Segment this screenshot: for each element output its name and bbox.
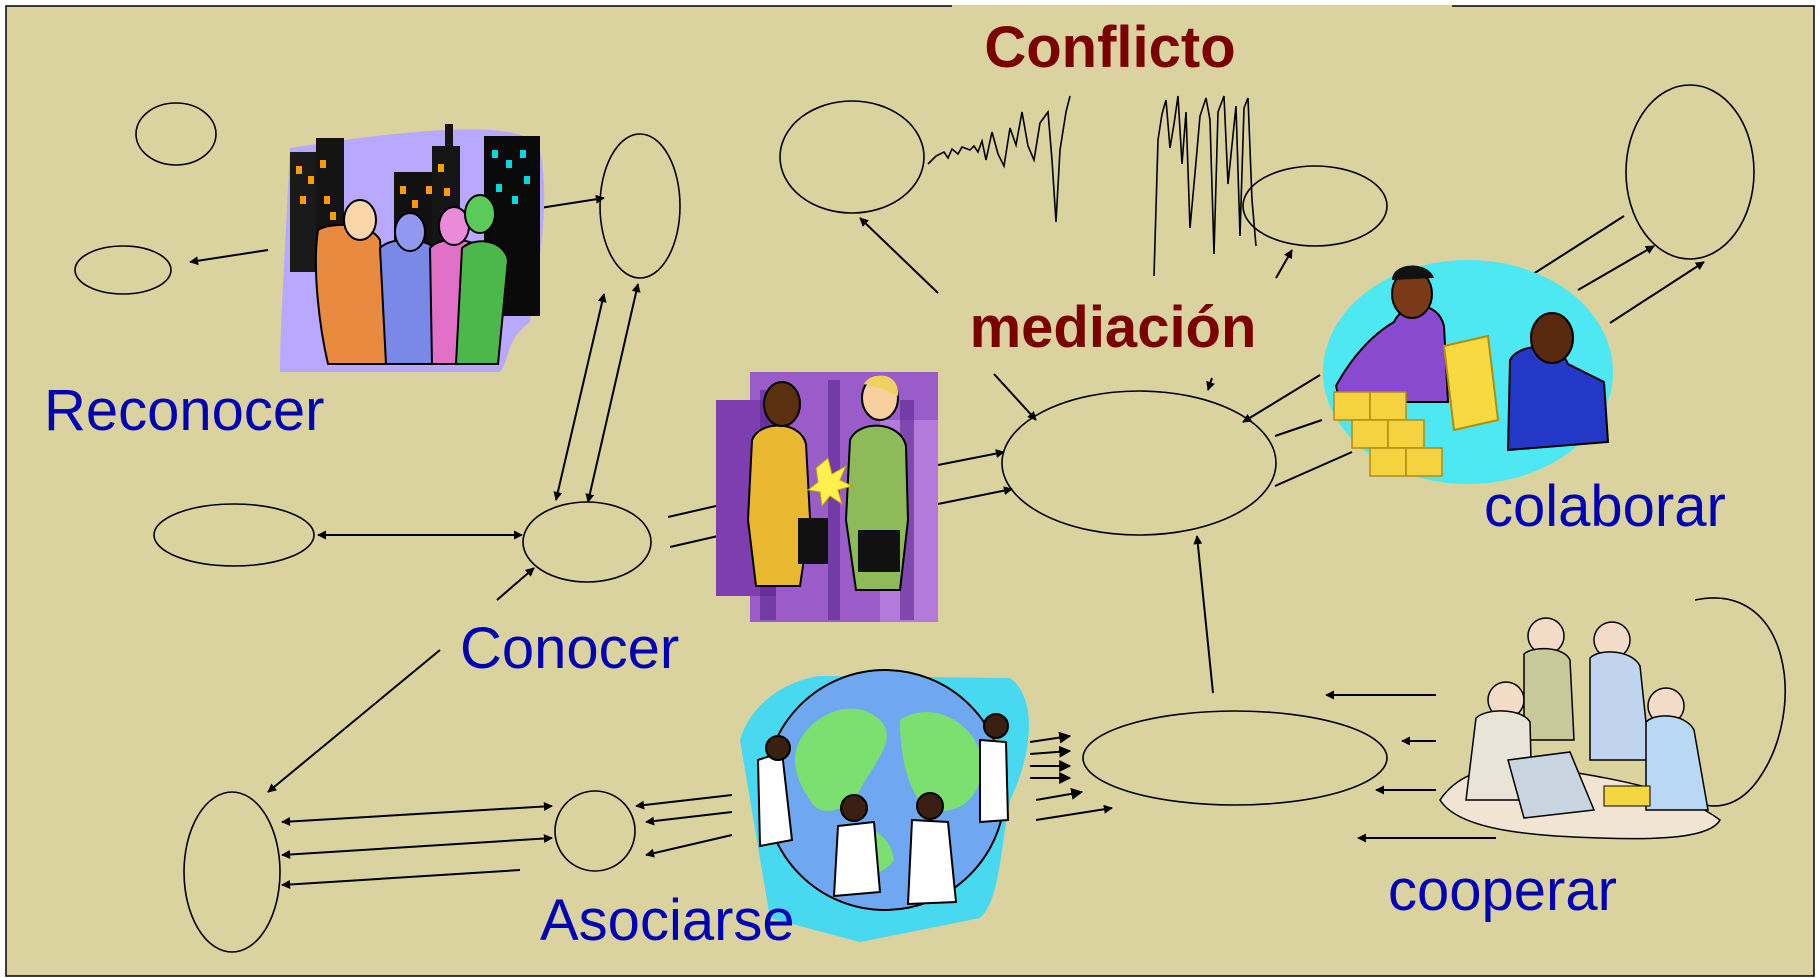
node-cooperation — [1082, 710, 1388, 806]
label-colaborar: colaborar — [1484, 474, 1726, 539]
label-asociarse: Asociarse — [540, 888, 795, 953]
node-bottom-left — [183, 791, 281, 953]
crowd-city-clipart — [280, 124, 545, 372]
node-top-right — [1625, 84, 1755, 260]
node-upper-vertical — [599, 133, 681, 279]
conflict-squiggle-left — [927, 95, 1071, 223]
node-asociarse — [554, 790, 636, 872]
node-conflict-right — [1242, 165, 1388, 247]
handshake-clipart — [716, 372, 938, 622]
node-middle-left — [153, 503, 315, 567]
node-conflict-left — [779, 100, 925, 214]
label-conocer: Conocer — [460, 616, 679, 681]
world-children-clipart — [740, 669, 1029, 942]
conflict-squiggle-right — [1153, 95, 1257, 277]
title: Conflicto — [984, 15, 1235, 80]
center-label-mediacion: mediación — [970, 295, 1257, 360]
collaboration-clipart — [1323, 260, 1613, 484]
team-meeting-clipart — [1439, 617, 1721, 840]
node-mediation — [1001, 390, 1277, 536]
nodes — [74, 84, 1786, 953]
node-right-arc — [1694, 597, 1786, 807]
node-left-flat — [74, 245, 172, 295]
title-box — [952, 0, 1452, 76]
node-top-left-small — [135, 102, 217, 166]
connectors — [189, 95, 1705, 889]
label-reconocer: Reconocer — [44, 378, 324, 443]
label-cooperar: cooperar — [1388, 858, 1617, 923]
